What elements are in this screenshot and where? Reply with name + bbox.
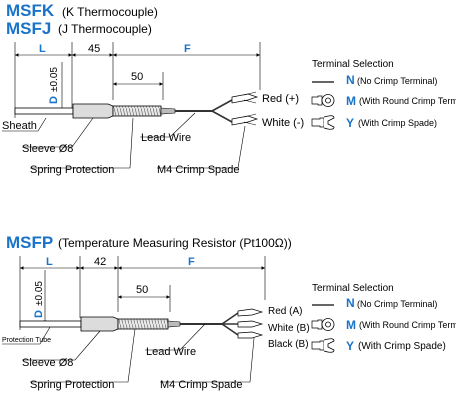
probe-assembly-2 [19,308,264,339]
label-spring-2: Spring Protection [30,379,114,391]
title-msfk-desc: (K Thermocouple) [62,5,158,19]
section-msfp: MSFP (Temperature Measuring Resistor (Pt… [2,233,456,391]
terminal-n-code: N [346,73,355,87]
terminal-m-code: M [346,94,356,108]
label-sleeve: Sleeve Ø8 [22,143,73,155]
sleeve-2 [80,316,119,332]
sheath [14,107,74,115]
spring-protection-2 [117,318,169,330]
spade-black-2 [237,331,264,339]
dim-f: F [184,43,191,55]
protection-tube [19,320,82,328]
spade-red [231,91,259,104]
wire-black-b-label: Black (B) [268,339,309,350]
terminal-title-2: Terminal Selection [312,283,394,294]
dim-45: 45 [88,43,100,55]
wire-red-a-label: Red (A) [268,306,302,317]
label-crimp-spade-2: M4 Crimp Spade [160,379,243,391]
leader-lines [2,112,246,169]
label-spring: Spring Protection [30,164,114,176]
title-msfp-code: MSFP [6,233,53,252]
dim-d-2: D [33,310,45,318]
dim-l-2: L [46,256,53,268]
spring-protection [112,105,162,117]
dim-f-2: F [188,256,195,268]
terminal-y-code: Y [346,116,354,130]
label-crimp-spade: M4 Crimp Spade [157,164,240,176]
round-crimp-icon [311,94,335,107]
crimp-spade-icon [311,338,335,353]
label-lead-wire-2: Lead Wire [146,346,196,358]
terminal-y-desc: (With Crimp Spade) [358,118,437,128]
crimp-spade-icon [311,115,335,130]
terminal-m-desc: (With Round Crimp Terminal) [359,96,456,106]
spade-red-2 [237,308,264,317]
section-msfk-msfj: MSFK (K Thermocouple) MSFJ (J Thermocoup… [2,1,456,176]
terminal-selection-2: Terminal Selection N (No Crimp Terminal)… [311,283,456,353]
label-lead-wire: Lead Wire [141,132,191,144]
wire-white-label: White (-) [262,117,304,129]
leader-lines-2 [2,323,255,383]
terminal-n-desc: (No Crimp Terminal) [357,76,437,86]
title-msfj-code: MSFJ [6,19,51,38]
round-crimp-icon [311,318,335,331]
dim-tolerance: ±0.05 [49,67,60,92]
terminal-title: Terminal Selection [312,59,394,70]
label-sheath: Sheath [2,120,37,132]
label-protection-tube: Protection Tube [2,337,51,344]
dim-d: D [48,96,60,104]
wire-white-b-label: White (B) [268,323,310,334]
title-msfp-desc: (Temperature Measuring Resistor (Pt100Ω)… [58,236,292,250]
dimension-lines [14,42,261,118]
spade-white [231,113,259,126]
sleeve [72,103,114,119]
probe-assembly [14,91,259,126]
terminal-selection: Terminal Selection N (No Crimp Terminal)… [311,59,456,130]
dim-l: L [39,43,46,55]
dim-50-2: 50 [136,284,148,296]
label-sleeve-2: Sleeve Ø8 [22,357,73,369]
dim-tolerance-2: ±0.05 [34,281,45,306]
dim-50: 50 [131,71,143,83]
terminal-y-code-2: Y [346,339,354,353]
terminal-m-desc-2: (With Round Crimp Terminal) [359,320,456,330]
terminal-y-desc-2: (With Crimp Spade) [358,341,446,352]
terminal-n-desc-2: (No Crimp Terminal) [357,299,437,309]
terminal-m-code-2: M [346,318,356,332]
wire-red-label: Red (+) [262,93,299,105]
spade-white-2 [237,320,264,328]
dimension-lines-2 [19,256,266,330]
title-msfk-code: MSFK [6,1,55,20]
terminal-n-code-2: N [346,296,355,310]
dim-42: 42 [94,256,106,268]
title-msfj-desc: (J Thermocouple) [58,22,152,36]
